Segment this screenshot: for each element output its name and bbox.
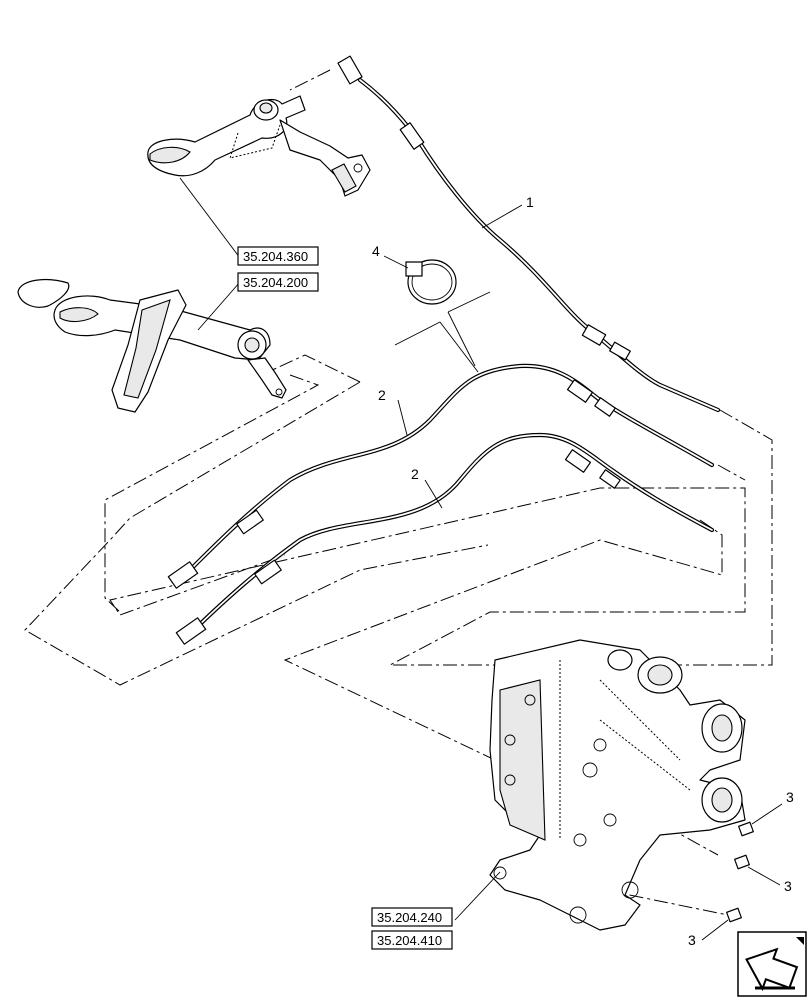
callout-cable-2b: 2 — [411, 466, 419, 482]
ref-box-35-204-410[interactable]: 35.204.410 — [371, 930, 453, 950]
leader-cable-2b — [424, 479, 443, 509]
callout-nut-3: 3 — [688, 932, 696, 948]
cable-2b — [175, 432, 715, 645]
tie-strap — [405, 259, 457, 305]
leader-ref-1 — [179, 177, 241, 259]
ref-text-4: 35.204.410 — [377, 933, 442, 948]
strap-leader-d — [447, 311, 476, 367]
callout-tie-strap: 4 — [372, 243, 380, 259]
ref-text-3: 35.204.240 — [377, 910, 442, 925]
cable-1 — [337, 55, 721, 413]
callout-cable-2a: 2 — [378, 387, 386, 403]
arrow-corner-icon[interactable] — [737, 931, 807, 997]
callout-nut-1: 3 — [786, 789, 794, 805]
leader-nut-3 — [701, 919, 729, 941]
nuts — [726, 821, 754, 923]
ref-text-1: 35.204.360 — [243, 249, 308, 264]
leader-nut-1 — [751, 803, 783, 825]
callout-cable-1: 1 — [526, 194, 534, 210]
cable-2a — [167, 363, 715, 589]
leader-strap — [383, 255, 409, 269]
strap-leader-b — [439, 321, 479, 373]
leader-cable-1 — [481, 204, 523, 229]
lower-lever — [17, 279, 287, 413]
upper-lever — [147, 95, 371, 197]
ref-box-35-204-200[interactable]: 35.204.200 — [237, 272, 319, 292]
control-valve — [489, 639, 746, 931]
leader-cable-2a — [397, 399, 408, 436]
leader-ref-2 — [197, 281, 241, 331]
leader-ref-3 — [454, 871, 501, 921]
callout-nut-2: 3 — [784, 878, 792, 894]
strap-leader-a — [394, 321, 441, 346]
ref-box-35-204-360[interactable]: 35.204.360 — [237, 246, 319, 266]
ref-box-35-204-240[interactable]: 35.204.240 — [371, 907, 453, 927]
leader-nut-2 — [747, 866, 781, 886]
strap-leader-c — [447, 291, 491, 313]
ref-text-2: 35.204.200 — [243, 275, 308, 290]
